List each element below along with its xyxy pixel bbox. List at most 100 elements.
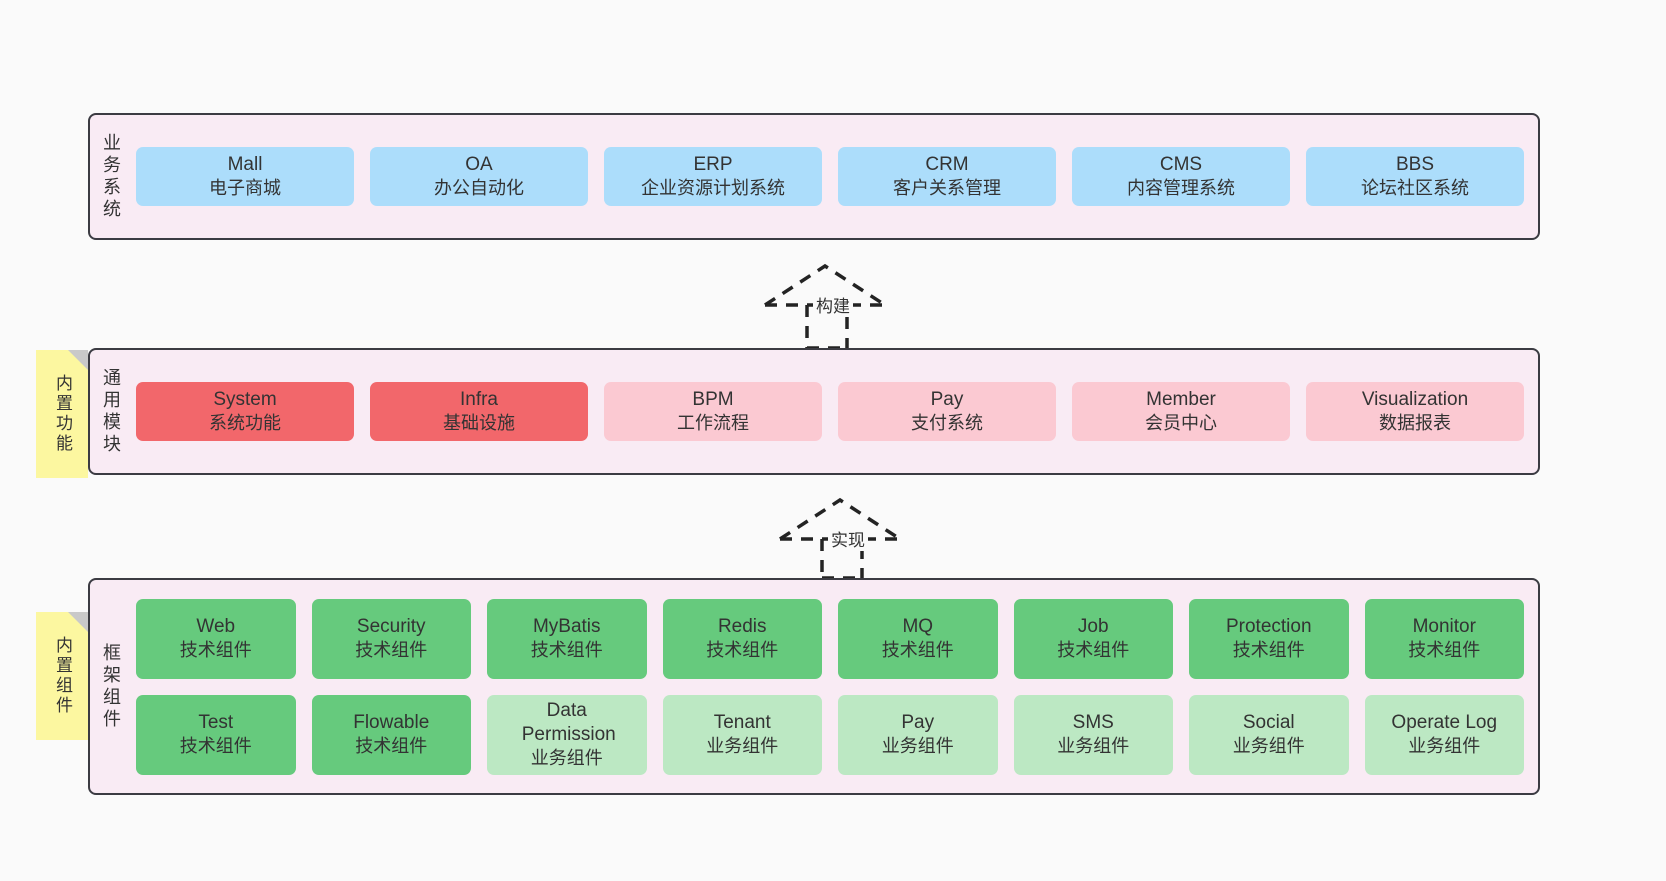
node-title: CMS [1159, 153, 1203, 175]
node-subtitle: 技术组件 [355, 736, 428, 757]
row-business-systems: Mall 电子商城 OA 办公自动化 ERP 企业资源计划系统 CRM 客户关系… [136, 146, 1524, 207]
node-title: Web [196, 615, 236, 637]
node-job[interactable]: Job 技术组件 [1013, 598, 1173, 679]
node-erp[interactable]: ERP 企业资源计划系统 [604, 146, 822, 207]
row-business-components: Test 技术组件 Flowable 技术组件 Data Permission … [136, 694, 1524, 775]
node-subtitle: 办公自动化 [434, 178, 524, 199]
node-bpm[interactable]: BPM 工作流程 [604, 381, 822, 442]
node-title: System [213, 388, 277, 410]
node-subtitle: 工作流程 [677, 413, 749, 434]
connector-build-label: 构建 [813, 292, 853, 317]
node-title: Redis [717, 615, 767, 637]
node-web[interactable]: Web 技术组件 [136, 598, 296, 679]
node-visualization[interactable]: Visualization 数据报表 [1306, 381, 1524, 442]
node-title: Visualization [1361, 388, 1469, 410]
node-title: Flowable [353, 711, 430, 733]
node-title: Tenant [713, 711, 771, 733]
connector-implement-label: 实现 [828, 526, 868, 551]
node-title: Data Permission [521, 699, 616, 745]
node-title: Social [1242, 711, 1295, 733]
node-subtitle: 技术组件 [1057, 640, 1130, 661]
node-subtitle: 技术组件 [530, 640, 603, 661]
node-title: Security [356, 615, 426, 637]
node-mybatis[interactable]: MyBatis 技术组件 [487, 598, 647, 679]
node-cms[interactable]: CMS 内容管理系统 [1072, 146, 1290, 207]
node-operate-log[interactable]: Operate Log 业务组件 [1364, 694, 1524, 775]
node-subtitle: 技术组件 [179, 736, 252, 757]
node-pay-module[interactable]: Pay 支付系统 [838, 381, 1056, 442]
note-fold-corner-icon [68, 350, 88, 370]
node-subtitle: 业务组件 [706, 736, 779, 757]
layer-title-framework-component: 框架组件 [101, 642, 121, 731]
node-title: Test [198, 711, 234, 733]
node-system[interactable]: System 系统功能 [136, 381, 354, 442]
node-infra[interactable]: Infra 基础设施 [370, 381, 588, 442]
node-title: ERP [693, 153, 733, 175]
node-subtitle: 业务组件 [530, 748, 603, 769]
node-subtitle: 论坛社区系统 [1361, 178, 1469, 199]
node-security[interactable]: Security 技术组件 [311, 598, 471, 679]
node-title: Job [1077, 615, 1109, 637]
layer-common-module: 通用模块 System 系统功能 Infra 基础设施 BPM 工作流程 Pay… [88, 348, 1540, 475]
node-member[interactable]: Member 会员中心 [1072, 381, 1290, 442]
connector-build: 构建 [755, 258, 905, 350]
node-flowable[interactable]: Flowable 技术组件 [311, 694, 471, 775]
node-data-permission[interactable]: Data Permission 业务组件 [487, 694, 647, 775]
layer-body-business-system: Mall 电子商城 OA 办公自动化 ERP 企业资源计划系统 CRM 客户关系… [132, 115, 1538, 238]
node-pay-component[interactable]: Pay 业务组件 [838, 694, 998, 775]
note-builtin-component: 内置组件 [36, 612, 88, 740]
layer-title-business-system: 业务系统 [101, 132, 121, 221]
node-subtitle: 技术组件 [179, 640, 252, 661]
node-subtitle: 业务组件 [881, 736, 954, 757]
node-bbs[interactable]: BBS 论坛社区系统 [1306, 146, 1524, 207]
layer-body-framework-component: Web 技术组件 Security 技术组件 MyBatis 技术组件 Redi… [132, 580, 1538, 793]
node-subtitle: 业务组件 [1232, 736, 1305, 757]
node-subtitle: 内容管理系统 [1127, 178, 1235, 199]
node-subtitle: 技术组件 [1232, 640, 1305, 661]
node-protection[interactable]: Protection 技术组件 [1189, 598, 1349, 679]
note-label: 内置组件 [53, 636, 72, 716]
node-mall[interactable]: Mall 电子商城 [136, 146, 354, 207]
node-redis[interactable]: Redis 技术组件 [662, 598, 822, 679]
node-oa[interactable]: OA 办公自动化 [370, 146, 588, 207]
node-title: Monitor [1412, 615, 1476, 637]
node-title: Mall [227, 153, 263, 175]
layer-title-common-module: 通用模块 [101, 367, 121, 456]
node-mq[interactable]: MQ 技术组件 [838, 598, 998, 679]
connector-implement: 实现 [770, 492, 920, 582]
node-subtitle: 数据报表 [1379, 413, 1451, 434]
layer-body-common-module: System 系统功能 Infra 基础设施 BPM 工作流程 Pay 支付系统… [132, 350, 1538, 473]
node-subtitle: 客户关系管理 [893, 178, 1001, 199]
node-subtitle: 企业资源计划系统 [641, 178, 785, 199]
node-title: Pay [901, 711, 935, 733]
node-title: Operate Log [1391, 711, 1498, 733]
node-test[interactable]: Test 技术组件 [136, 694, 296, 775]
node-title: Protection [1225, 615, 1312, 637]
node-title: CRM [925, 153, 969, 175]
node-sms[interactable]: SMS 业务组件 [1013, 694, 1173, 775]
node-tenant[interactable]: Tenant 业务组件 [662, 694, 822, 775]
row-tech-components: Web 技术组件 Security 技术组件 MyBatis 技术组件 Redi… [136, 598, 1524, 679]
node-title: SMS [1072, 711, 1114, 733]
node-subtitle: 基础设施 [443, 413, 515, 434]
node-title: OA [465, 153, 493, 175]
node-subtitle: 技术组件 [706, 640, 779, 661]
node-subtitle: 电子商城 [209, 178, 281, 199]
node-monitor[interactable]: Monitor 技术组件 [1364, 598, 1524, 679]
node-title: Member [1146, 388, 1216, 410]
node-subtitle: 技术组件 [355, 640, 428, 661]
node-title: MQ [902, 615, 934, 637]
node-social[interactable]: Social 业务组件 [1189, 694, 1349, 775]
node-subtitle: 业务组件 [1057, 736, 1130, 757]
node-title: MyBatis [532, 615, 601, 637]
node-crm[interactable]: CRM 客户关系管理 [838, 146, 1056, 207]
row-common-modules: System 系统功能 Infra 基础设施 BPM 工作流程 Pay 支付系统… [136, 381, 1524, 442]
node-subtitle: 系统功能 [209, 413, 281, 434]
node-subtitle: 业务组件 [1408, 736, 1481, 757]
node-subtitle: 技术组件 [881, 640, 954, 661]
node-title: BPM [692, 388, 734, 410]
node-subtitle: 技术组件 [1408, 640, 1481, 661]
note-fold-corner-icon [68, 612, 88, 632]
layer-business-system: 业务系统 Mall 电子商城 OA 办公自动化 ERP 企业资源计划系统 CRM… [88, 113, 1540, 240]
note-label: 内置功能 [53, 374, 72, 454]
